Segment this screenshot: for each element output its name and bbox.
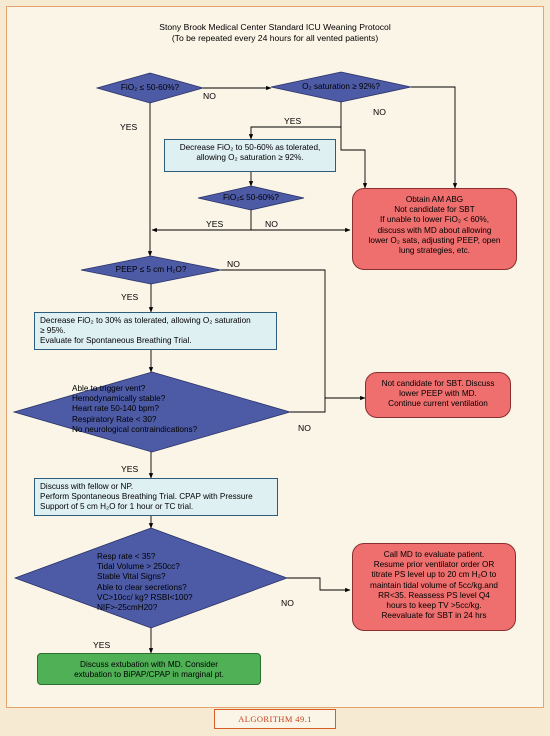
box-line: RR<35. Reassess PS level Q4: [378, 590, 490, 600]
box-line: Resume prior ventilator order OR: [373, 560, 495, 570]
box-line: allowing O₂ saturation ≥ 92%.: [196, 153, 304, 163]
trigger-line: Heart rate 50-140 bpm?: [72, 404, 159, 414]
label-peep-no: NO: [227, 259, 240, 269]
diagram-title: Stony Brook Medical Center Standard ICU …: [0, 22, 550, 44]
label-criteria-yes: YES: [93, 640, 111, 650]
trigger-line: No neurological contraindications?: [72, 424, 198, 434]
title-line-2: (To be repeated every 24 hours for all v…: [171, 33, 379, 43]
box-line: Call MD to evaluate patient.: [383, 550, 485, 559]
criteria-line: Resp rate < 35?: [97, 552, 156, 561]
box-line: Not candidate for SBT. Discuss: [381, 379, 495, 388]
label-recheck-yes: YES: [206, 219, 224, 229]
decision-trigger: Able to trigger vent? Hemodynamically st…: [72, 384, 242, 435]
box-decrease-fio2: Decrease FiO₂ to 50-60% as tolerated, al…: [164, 139, 336, 172]
box-line: Perform Spontaneous Breathing Trial. CPA…: [40, 492, 253, 502]
label-fio2-no: NO: [203, 91, 216, 101]
box-line: hours to keep TV >5cc/kg.: [386, 601, 482, 611]
decision-o2sat: O₂ saturation ≥ 92%?: [302, 82, 380, 91]
box-line: titrate PS level up to 20 cm H₂O to: [371, 570, 497, 580]
criteria-line: VC>10cc/ kg? RSBI<100?: [97, 592, 193, 602]
label-o2sat-no: NO: [373, 107, 386, 117]
label-criteria-no: NO: [281, 598, 294, 608]
box-call-md: Call MD to evaluate patient. Resume prio…: [352, 543, 516, 631]
box-line: Support of 5 cm H₂O for 1 hour or TC tri…: [40, 502, 194, 512]
box-line: maintain tidal volume of 5cc/kg.and: [370, 580, 498, 590]
decision-sbt-criteria: Resp rate < 35? Tidal Volume > 250cc? St…: [97, 552, 237, 613]
criteria-line: Stable Vital Signs?: [97, 572, 166, 582]
box-line: Discuss with fellow or NP.: [40, 482, 134, 491]
box-line: Decrease FiO₂ to 50-60% as tolerated,: [179, 143, 321, 152]
box-obtain-abg: Obtain AM ABG Not candidate for SBT If u…: [352, 188, 517, 270]
criteria-line: NIF>-25cmH20?: [97, 603, 158, 613]
criteria-line: Tidal Volume > 250cc?: [97, 562, 180, 572]
trigger-line: Hemodynamically stable?: [72, 394, 166, 404]
box-line: discuss with MD about allowing: [377, 225, 492, 235]
label-peep-yes: YES: [121, 292, 139, 302]
box-line: Decrease FiO₂ to 30% as tolerated, allow…: [40, 316, 251, 325]
box-line: lower PEEP with MD.: [399, 389, 477, 399]
box-line: ≥ 95%.: [40, 326, 66, 336]
algorithm-caption: ALGORITHM 49.1: [214, 709, 336, 729]
box-decrease-30: Decrease FiO₂ to 30% as tolerated, allow…: [34, 312, 277, 350]
trigger-line: Able to trigger vent?: [72, 384, 146, 393]
decision-trigger-shape: [12, 371, 292, 453]
label-trigger-yes: YES: [121, 464, 139, 474]
label-recheck-no: NO: [265, 219, 278, 229]
box-line: Reevaluate for SBT in 24 hrs: [381, 611, 487, 621]
box-extubation: Discuss extubation with MD. Consider ext…: [37, 653, 261, 685]
box-perform-sbt: Discuss with fellow or NP. Perform Spont…: [34, 478, 278, 516]
label-fio2-yes: YES: [120, 122, 138, 132]
box-line: Discuss extubation with MD. Consider: [80, 660, 218, 669]
decision-fio2: FiO₂ ≤ 50-60%?: [120, 83, 180, 92]
decision-peep: PEEP ≤ 5 cm H₂O?: [115, 265, 187, 274]
criteria-line: Able to clear secretions?: [97, 582, 187, 592]
box-line: extubation to BiPAP/CPAP in marginal pt.: [74, 670, 224, 680]
label-trigger-no: NO: [298, 423, 311, 433]
box-line: If unable to lower FiO₂ < 60%,: [380, 215, 489, 225]
box-line: lower O₂ sats, adjusting PEEP, open: [368, 235, 501, 245]
box-line: Continue current ventilation: [388, 399, 488, 409]
trigger-line: Respiratory Rate < 30?: [72, 414, 157, 424]
decision-fio2-recheck: FiO₂≤ 50-60%?: [223, 193, 279, 202]
box-line: Evaluate for Spontaneous Breathing Trial…: [40, 336, 192, 346]
box-line: Not candidate for SBT: [394, 205, 475, 215]
box-line: lung strategies, etc.: [399, 246, 470, 256]
label-o2sat-yes: YES: [284, 116, 302, 126]
box-line: Obtain AM ABG: [405, 195, 464, 204]
title-line-1: Stony Brook Medical Center Standard ICU …: [159, 22, 391, 32]
box-not-candidate: Not candidate for SBT. Discuss lower PEE…: [365, 372, 511, 418]
